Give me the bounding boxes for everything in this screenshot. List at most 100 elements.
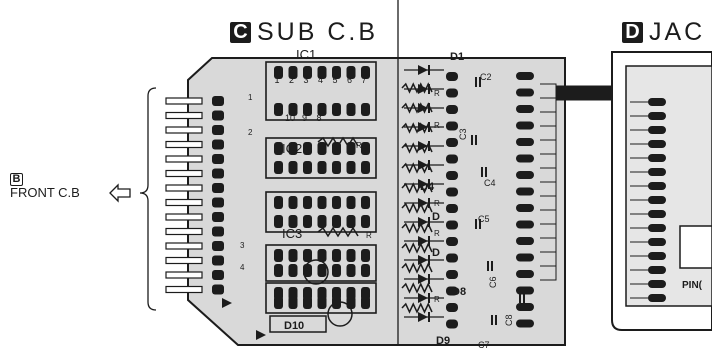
connector-pad xyxy=(212,241,224,251)
ic-pin-top xyxy=(303,196,312,209)
capacitor-label: C7 xyxy=(478,340,490,350)
edge-pad xyxy=(516,187,534,196)
ic-pin-top xyxy=(346,196,356,209)
column-pad xyxy=(446,220,458,230)
ic-outline xyxy=(265,137,377,179)
column-pad xyxy=(446,303,458,312)
ic-pin-bottom xyxy=(288,103,298,116)
ic-pin-number-top: 9 xyxy=(302,113,307,123)
resistor-label: R xyxy=(434,199,440,208)
ic-pin-bottom xyxy=(274,161,283,174)
ic-pin-bottom xyxy=(274,296,283,309)
jack-pad xyxy=(648,154,666,162)
jack-pad xyxy=(648,210,666,218)
diode-icon xyxy=(256,330,266,340)
connector-pad xyxy=(212,226,224,237)
sub-board-name: SUB C.B xyxy=(257,18,379,46)
connector-pad xyxy=(212,183,224,193)
connector-finger xyxy=(165,184,203,192)
jack-pad xyxy=(648,112,666,120)
resistor-symbol xyxy=(401,82,433,94)
ic-pin-top xyxy=(332,66,341,79)
connector-pad xyxy=(212,168,224,179)
ic-pin-top xyxy=(303,249,312,262)
ic-pin-top xyxy=(346,142,356,155)
column-pad xyxy=(446,270,458,279)
ic-pin-bottom xyxy=(361,103,370,116)
diode-label: D10 xyxy=(284,320,304,332)
column-pad xyxy=(446,237,458,246)
pad-marker-number: 1 xyxy=(248,93,253,102)
ic-label: IC2 xyxy=(282,141,302,156)
column-pad xyxy=(446,154,458,164)
d10-outline xyxy=(269,315,327,333)
resistor-symbol xyxy=(401,182,433,194)
connector-finger xyxy=(165,140,203,149)
connector-pad xyxy=(212,125,224,135)
column-pad xyxy=(446,72,458,81)
column-pad xyxy=(446,105,458,114)
resistor-label: R xyxy=(434,295,440,304)
ic-pin-bottom xyxy=(317,296,327,309)
ic-pin-bottom xyxy=(303,161,312,174)
edge-pad xyxy=(516,237,534,245)
ic-pin-top xyxy=(303,142,312,155)
ic-pin-top xyxy=(346,249,356,262)
edge-pad xyxy=(516,171,534,179)
pad-marker-number: 2 xyxy=(248,128,253,137)
edge-pad xyxy=(516,72,534,80)
ic-pin-number: 6 xyxy=(347,160,352,170)
jack-pad xyxy=(648,280,666,288)
jack-pad xyxy=(648,266,666,274)
resistor-symbol xyxy=(401,282,433,294)
resistor-symbol xyxy=(401,242,433,254)
jack-pad xyxy=(648,126,666,134)
column-pad xyxy=(446,319,458,329)
ic-pin-bottom xyxy=(361,264,370,277)
ic-pin-top xyxy=(274,249,283,262)
diode-pin-label: D xyxy=(432,211,440,223)
front-board-name: FRONT C.B xyxy=(10,185,80,200)
ic-pin-bottom xyxy=(317,103,327,116)
ic-pin-bottom xyxy=(288,161,298,174)
connector-pad xyxy=(212,197,224,208)
front-board-arrow-icon xyxy=(109,183,131,203)
ic-pin-number: 4 xyxy=(318,160,323,170)
resistor-label: R xyxy=(434,89,440,98)
edge-pad xyxy=(516,105,534,113)
jack-board-name: JAC xyxy=(649,18,706,46)
ic-pin-bottom xyxy=(361,161,370,174)
ic-pin-bottom xyxy=(332,215,341,228)
component-circle xyxy=(303,259,329,285)
ic-pin-number: 6 xyxy=(347,75,352,85)
front-board-label: B FRONT C.B xyxy=(10,171,80,200)
ic-pin-top xyxy=(361,196,370,209)
ic-pin-number: 6 xyxy=(347,263,352,273)
resistor-symbol xyxy=(401,262,433,274)
connector-finger xyxy=(165,227,203,236)
ic-pin-number: 4 xyxy=(318,263,323,273)
diode-label: D9 xyxy=(436,335,450,347)
ic-pin-number: 3 xyxy=(303,160,308,170)
resistor-symbol xyxy=(401,102,433,114)
connector-pad xyxy=(212,255,224,266)
interboard-trace xyxy=(540,99,612,281)
ic-pin-number: 3 xyxy=(303,263,308,273)
ic-pin-bottom xyxy=(346,296,356,309)
ic-pin-bottom xyxy=(346,264,356,277)
ic-pin-number-top: 8 xyxy=(316,113,321,123)
edge-pad xyxy=(516,204,534,212)
connector-pad xyxy=(212,270,224,280)
edge-pad xyxy=(516,220,534,229)
ic-pin-top xyxy=(274,196,283,209)
ic-pin-top xyxy=(274,66,283,79)
diode-label: D4 xyxy=(420,181,435,193)
connector-pad xyxy=(212,96,224,106)
ic-pin-bottom xyxy=(274,103,283,116)
ic-pin-bottom xyxy=(303,103,312,116)
jack-pad xyxy=(648,98,666,106)
resistor-symbol xyxy=(401,142,433,154)
edge-pad xyxy=(516,253,534,262)
